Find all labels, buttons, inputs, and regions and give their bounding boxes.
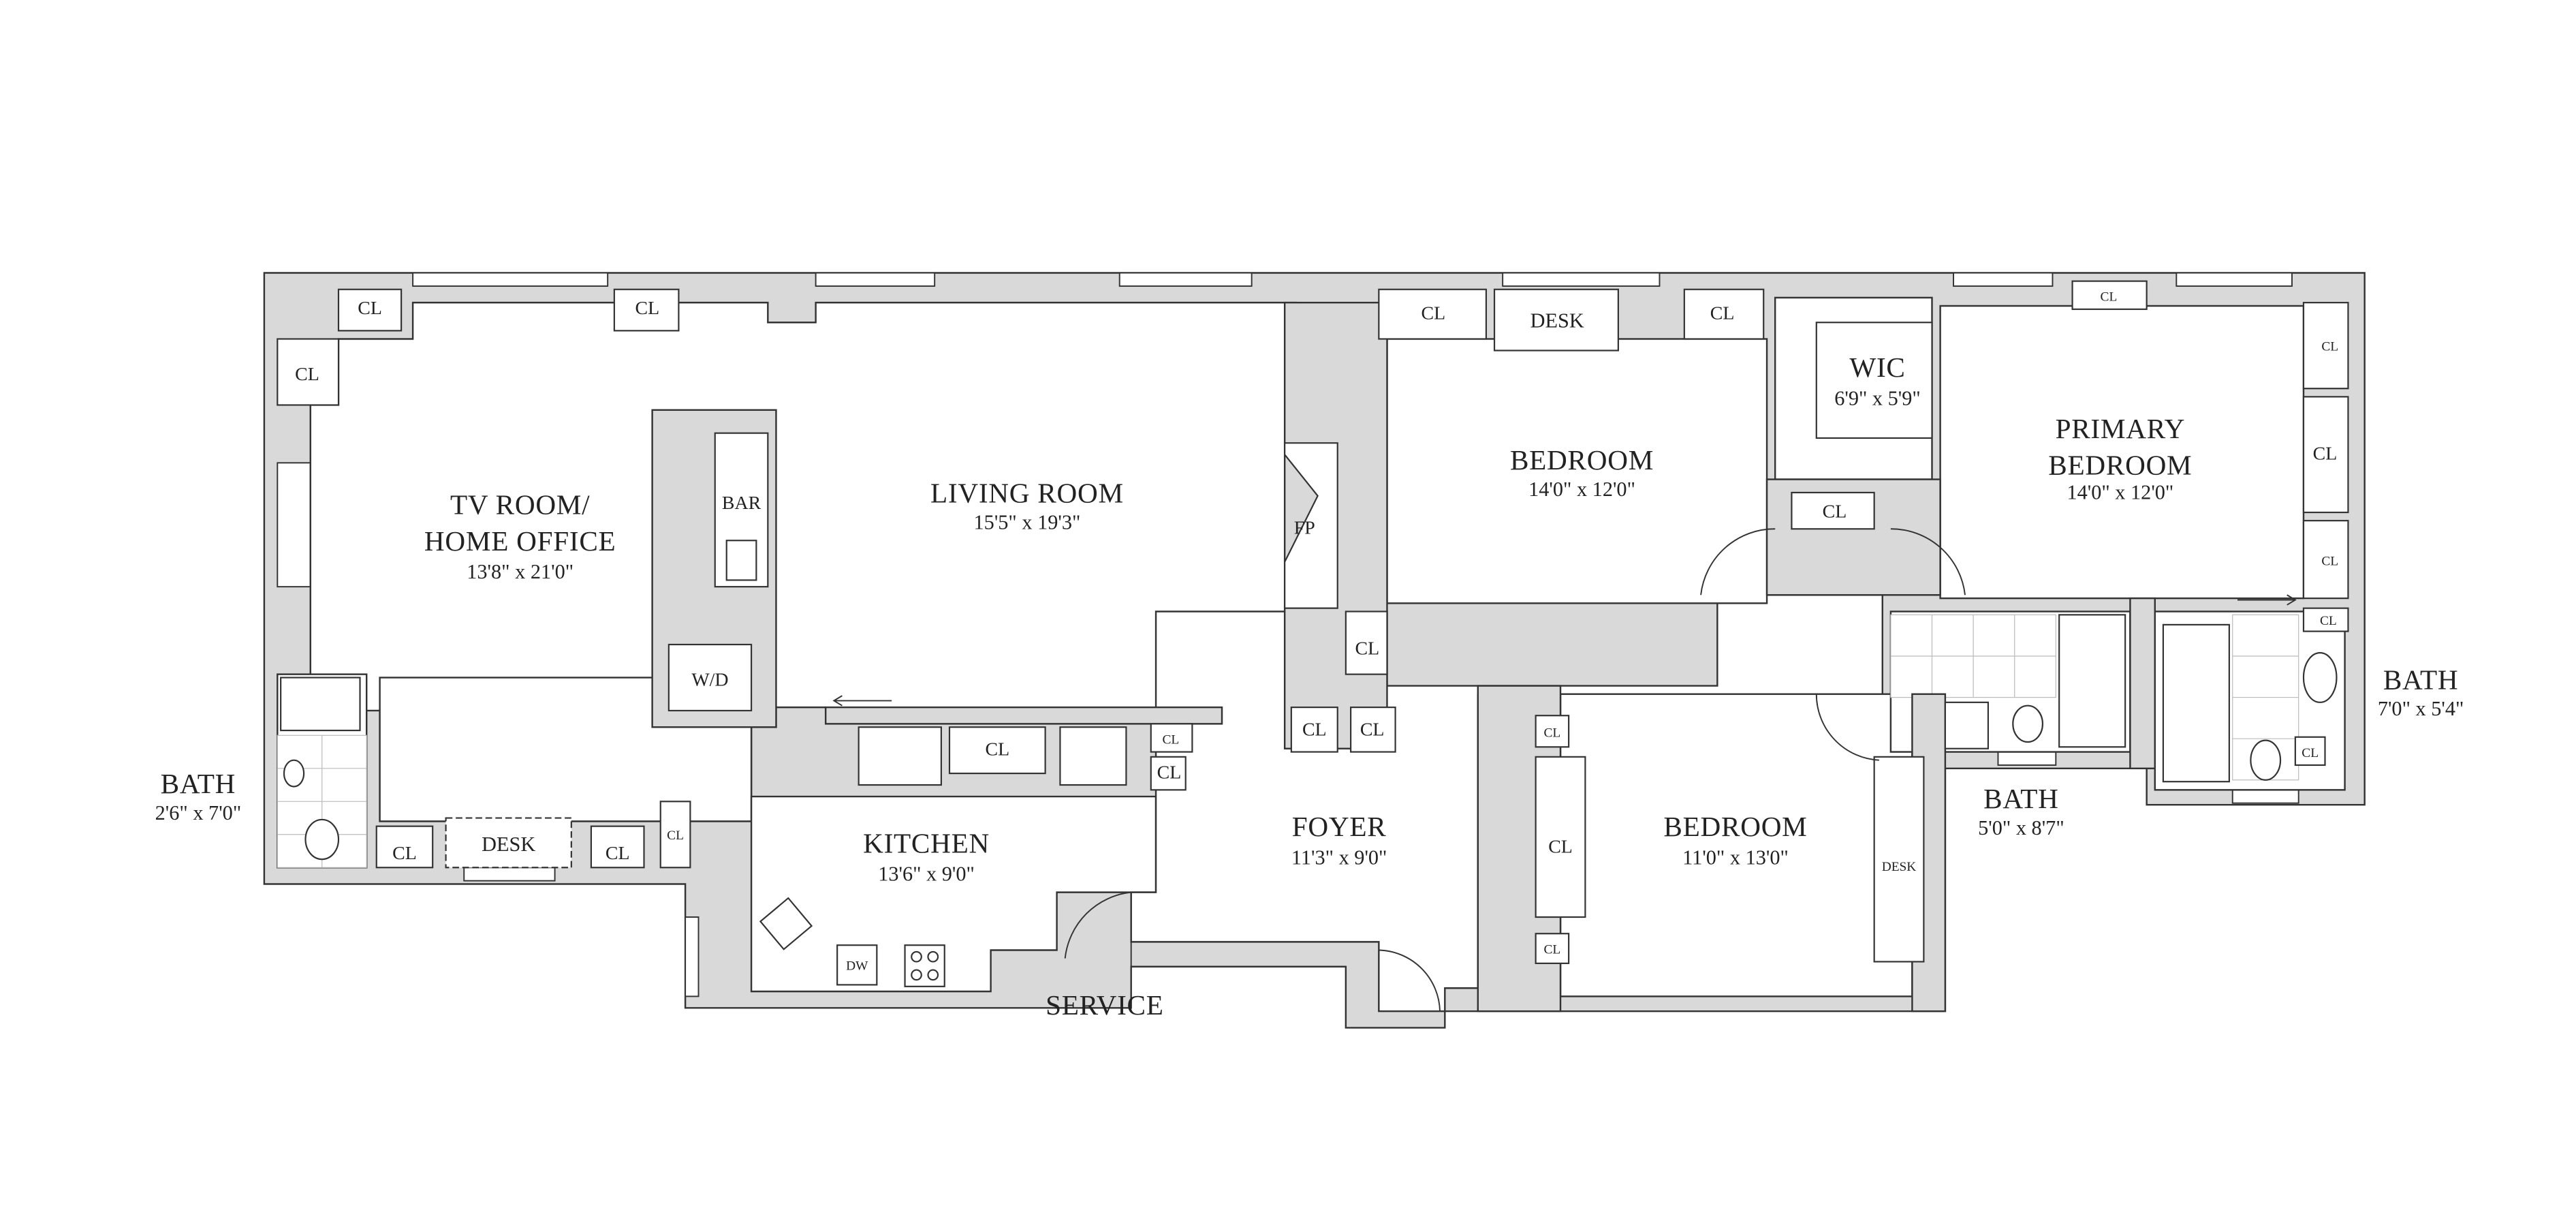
closet-label: CL [1421, 303, 1446, 324]
room-dims-kitchen: 13'6" x 9'0" [878, 863, 975, 886]
closet-label: CL [1360, 719, 1385, 740]
wic-shelf [1815, 322, 1933, 439]
room-name-kitchen: KITCHEN [863, 827, 990, 858]
closet-label: CL [1302, 719, 1327, 740]
washer-dryer [667, 643, 753, 712]
closet-label: CL [1544, 942, 1561, 957]
room-name-foyer: FOYER [1292, 811, 1387, 842]
service-door [1064, 891, 1132, 967]
dishwasher [836, 944, 878, 986]
closet-label: CL [2101, 290, 2118, 305]
fireplace [1284, 442, 1338, 609]
closet-label: CL [606, 843, 630, 864]
closet-labels: CL CL CL CL CL CL CL CL CL CL CL CL CL C… [295, 290, 2338, 957]
closet-label: CL [1548, 836, 1573, 857]
label-desk-tv-room: DESK [482, 833, 535, 856]
closet-label: CL [392, 843, 417, 864]
toilet-left [304, 818, 340, 861]
room-dims-bath-left: 2'6" x 7'0" [155, 801, 242, 824]
room-name-bath-left: BATH [161, 768, 236, 799]
room-name-home-office: HOME OFFICE [424, 525, 616, 557]
closet-label: CL [2321, 555, 2338, 569]
closet-label: CL [2321, 339, 2338, 354]
toilet-right [2250, 739, 2282, 781]
closet-label: CL [358, 298, 382, 319]
sliding-door-arrow [832, 695, 892, 707]
room-dims-bedroom-2: 11'0" x 13'0" [1682, 846, 1789, 869]
label-service: SERVICE [1046, 989, 1163, 1021]
entry-door [1378, 949, 1441, 1012]
room-name-primary-bedroom: BEDROOM [2048, 449, 2192, 480]
refrigerator [1059, 726, 1127, 786]
closet-label: CL [2313, 443, 2338, 464]
room-name-bath-middle: BATH [1983, 783, 2059, 814]
tile-floors [277, 614, 2299, 868]
room-dims-living-room: 15'5" x 19'3" [974, 510, 1081, 533]
room-dims-primary-bedroom: 14'0" x 12'0" [2067, 481, 2173, 504]
toilet-middle [2012, 705, 2044, 743]
fixtures [280, 288, 2338, 987]
tub-middle [2058, 614, 2126, 748]
tub-right [2162, 623, 2230, 783]
desk-bedroom-2 [1873, 756, 1925, 963]
stove [904, 944, 945, 987]
label-bar: BAR [722, 493, 761, 514]
label-desk-bedroom-2: DESK [1882, 860, 1917, 874]
closet-label: CL [1157, 762, 1182, 783]
label-desk-bedroom: DESK [1530, 309, 1584, 332]
sink-right [2302, 652, 2338, 703]
closet-label: CL [986, 739, 1010, 760]
bedroom-2-floor [1559, 693, 1913, 997]
label-dishwasher: DW [846, 959, 868, 974]
closet-label: CL [295, 364, 319, 385]
closets [277, 280, 2349, 964]
windows [277, 272, 2299, 997]
desk-tv-room [445, 817, 572, 869]
primary-door [1890, 528, 1966, 595]
kitchen-sink [759, 897, 813, 950]
room-dims-bedroom-1: 14'0" x 12'0" [1528, 478, 1635, 501]
desk-bedroom [1493, 288, 1619, 352]
bedroom-1-door [1700, 528, 1776, 595]
room-name-wic: WIC [1849, 352, 1905, 383]
room-dims-wic: 6'9" x 5'9" [1834, 386, 1921, 409]
room-dims-bath-right: 7'0" x 5'4" [2378, 697, 2464, 720]
closet-label: CL [2320, 614, 2337, 628]
room-name-tv-room: TV ROOM/ [450, 489, 590, 520]
room-name-bath-right: BATH [2383, 664, 2459, 695]
room-dims-tv-room: 13'8" x 21'0" [467, 560, 574, 583]
closet-label: CL [1710, 303, 1735, 324]
closet-label: CL [1162, 732, 1179, 747]
closet-label: CL [2302, 746, 2319, 760]
closet-label: CL [635, 298, 660, 319]
kitchen-counter [858, 726, 942, 786]
sliding-door-arrow-bath [2237, 594, 2297, 606]
room-name-primary: PRIMARY [2056, 413, 2186, 444]
bedroom-1-floor [1386, 338, 1768, 604]
room-name-bedroom-2: BEDROOM [1663, 811, 1807, 842]
sink-middle [1944, 701, 1990, 749]
label-fireplace: FP [1294, 518, 1315, 539]
tub-left [280, 677, 361, 732]
room-name-living-room: LIVING ROOM [930, 477, 1124, 508]
closet-label: CL [667, 829, 684, 843]
doors [832, 528, 2297, 1012]
room-dims-bath-middle: 5'0" x 8'7" [1978, 816, 2064, 839]
room-dims-foyer: 11'3" x 9'0" [1291, 846, 1387, 869]
sink-left [283, 759, 305, 788]
room-name-bedroom-1: BEDROOM [1510, 444, 1654, 476]
bedroom-2-door [1815, 694, 1879, 761]
label-washer-dryer: W/D [691, 670, 728, 691]
closet-label: CL [1355, 638, 1380, 660]
closet-label: CL [1823, 501, 1847, 522]
bar-sink [725, 540, 757, 581]
primary-bedroom-floor [1939, 305, 2305, 600]
closet-label: CL [1544, 726, 1561, 741]
